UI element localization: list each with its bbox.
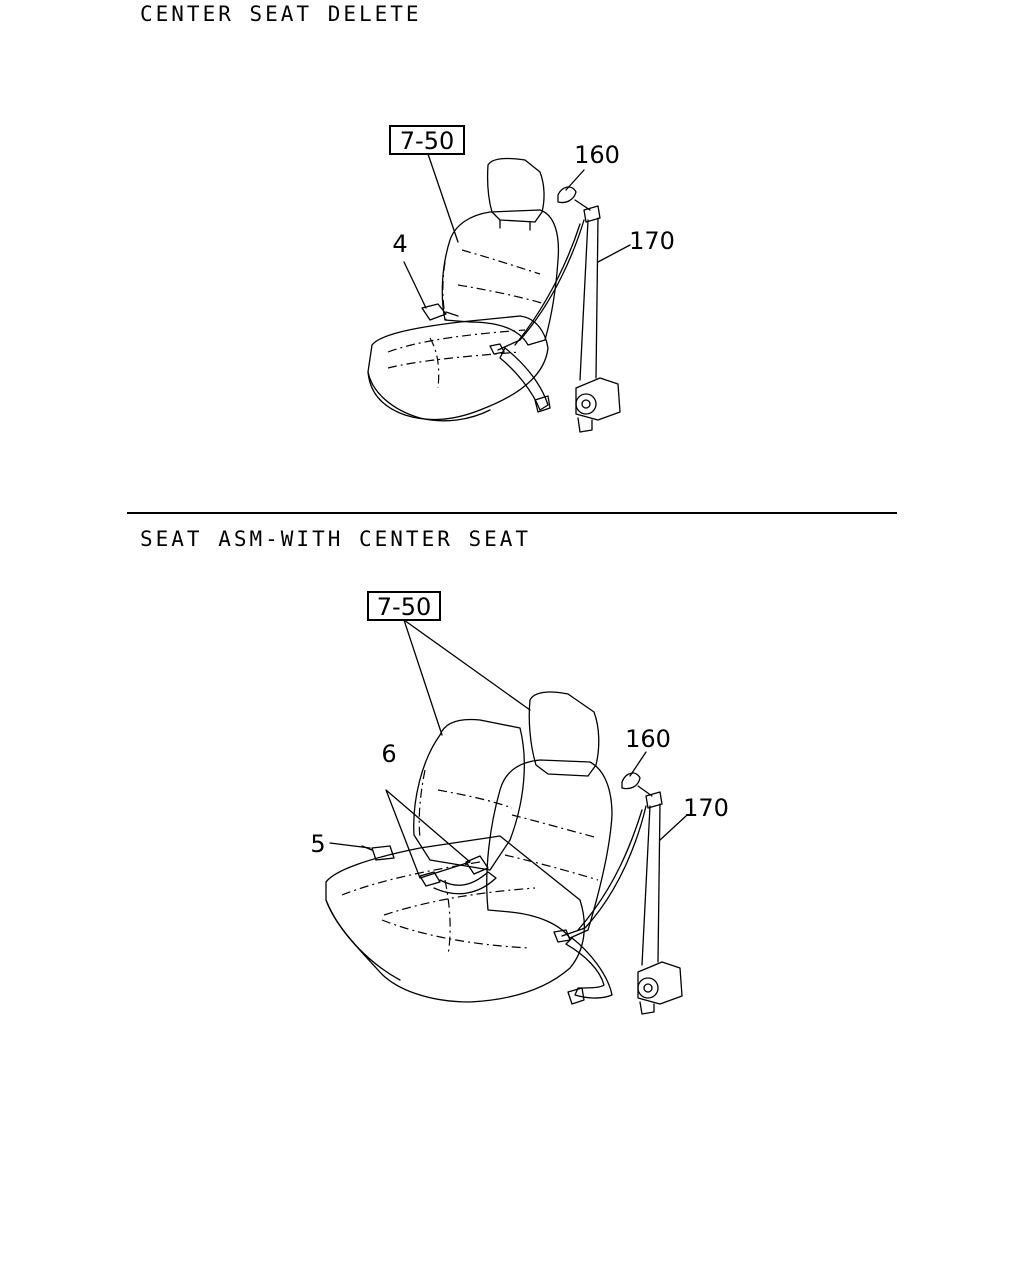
callout-belt-170: 170 [683,794,729,822]
callout-buckle-6: 6 [381,740,396,768]
leader-seat-ref [427,153,459,243]
callout-buckle-5: 5 [310,830,325,858]
leader-anchor-160 [629,751,647,777]
section-title-center-seat-delete: CENTER SEAT DELETE [140,2,422,26]
leader-buckle-5 [329,842,371,849]
leader-anchor-160 [565,169,585,191]
seat-belt-170 [553,791,663,1005]
callout-anchor-cover-160: 160 [625,725,671,753]
seat-cushion [367,315,549,422]
callout-seat-ref: 7-50 [400,127,454,155]
right-seat-back [486,759,613,939]
callout-buckle-4: 4 [392,230,407,258]
headrest [486,157,545,231]
seat-diagram-center-seat-delete: 7-50 4 160 170 [367,125,675,433]
seat-belt-170 [489,205,601,413]
leader-seat-ref-right [403,619,531,711]
callout-box-seat-ref [367,591,441,621]
leader-buckle-6 [385,789,471,879]
leader-belt-170 [659,815,687,841]
callout-seat-ref: 7-50 [377,593,431,621]
leader-seat-ref-left [403,619,443,736]
headrest [528,691,600,777]
bench-cushion [325,835,585,1003]
center-seat-back [413,718,525,871]
callout-anchor-cover-160: 160 [574,141,620,169]
leader-belt-170 [597,244,631,263]
buckle-6 [419,855,497,895]
leader-buckle-4 [403,261,427,309]
anchor-cover-160 [621,772,653,797]
callout-box-seat-ref [389,125,465,155]
belt-retractor [637,961,683,1015]
section-divider [127,512,897,514]
buckle-4 [421,303,459,321]
callout-belt-170: 170 [629,227,675,255]
belt-retractor [575,377,621,433]
section-title-seat-asm-with-center-seat: SEAT ASM-WITH CENTER SEAT [140,527,532,551]
